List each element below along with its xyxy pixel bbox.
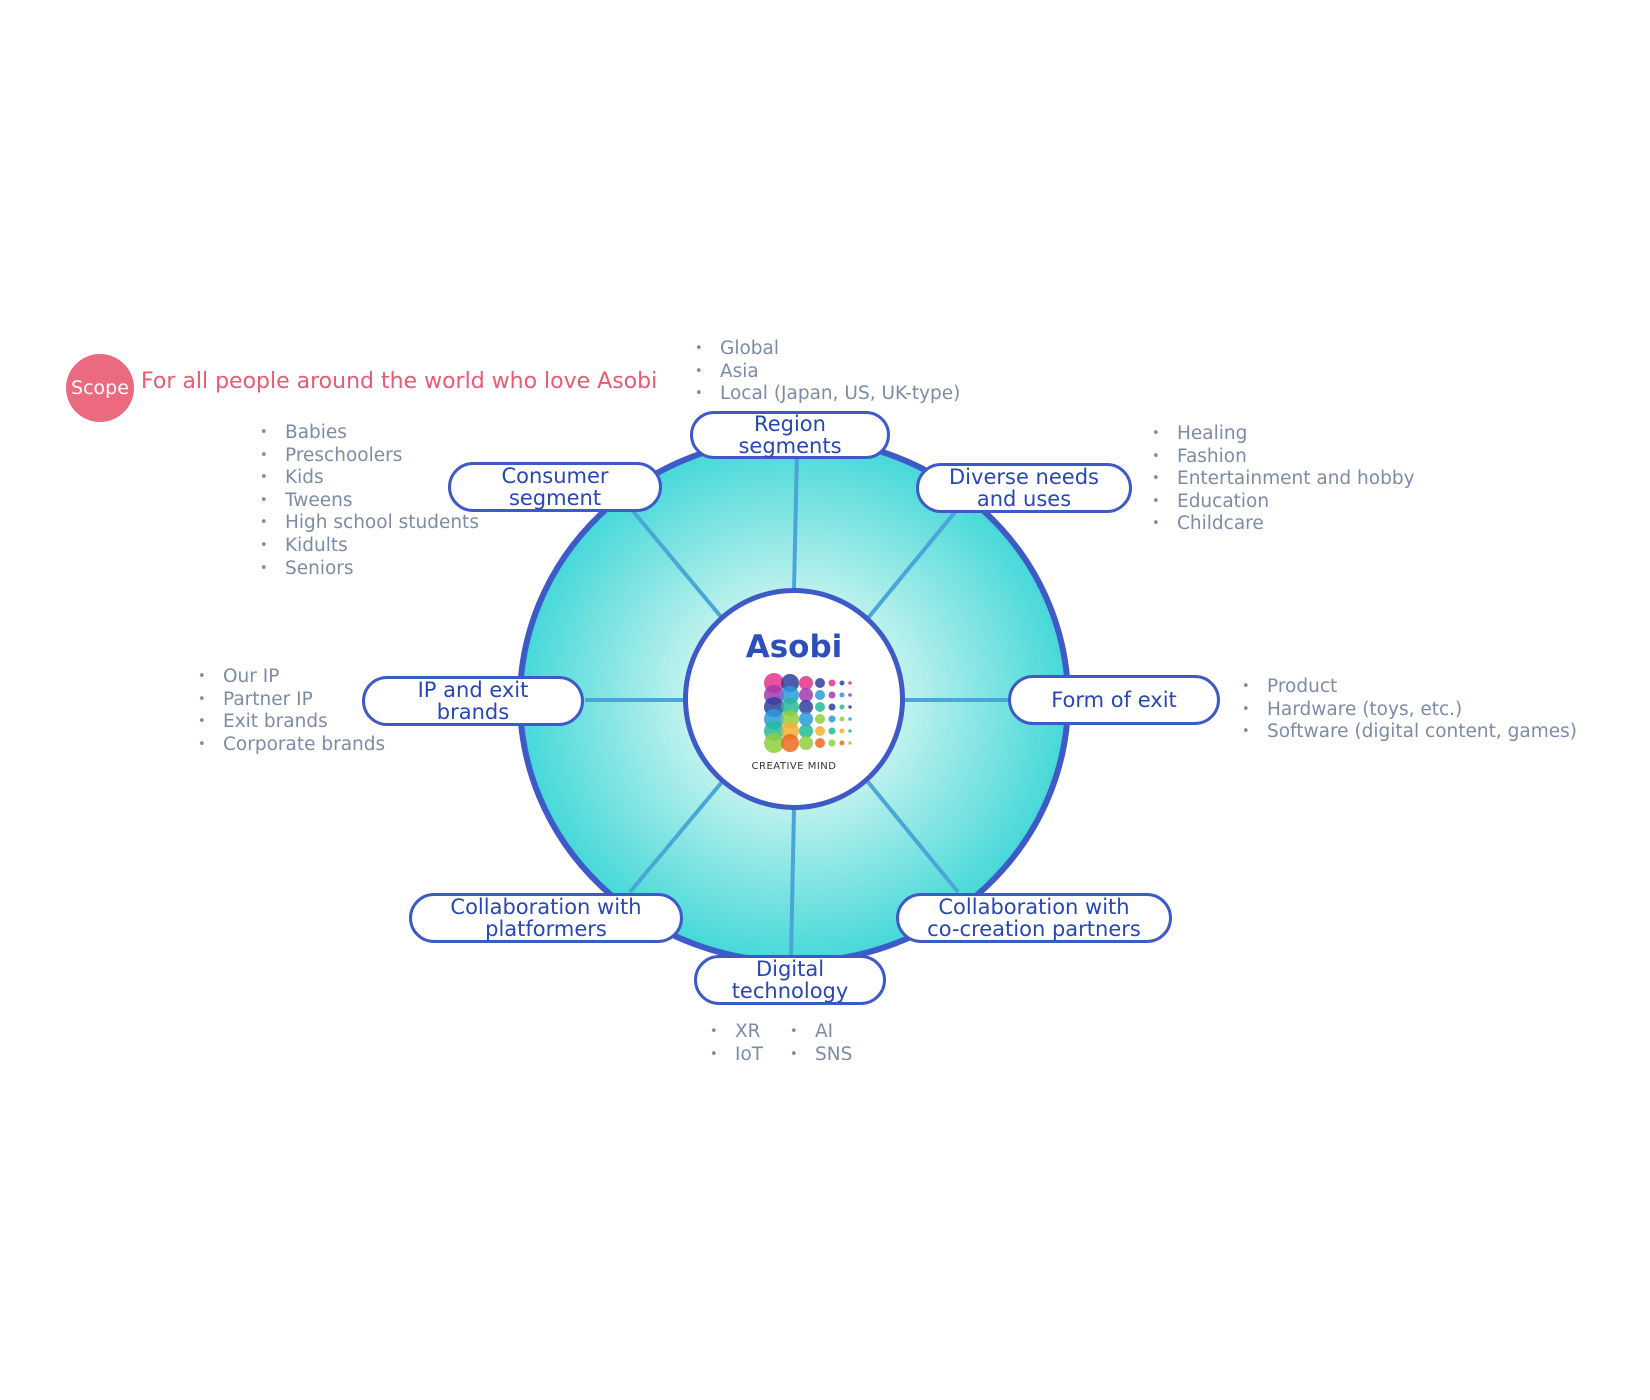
logo-dot (815, 714, 825, 724)
segment-consumer-pill: Consumer segment (448, 462, 662, 512)
logo-dot (815, 678, 825, 688)
list-item: Exit brands (198, 711, 385, 734)
logo-dot (799, 676, 813, 690)
segment-platformers-pill: Collaboration with platformers (409, 893, 683, 943)
list-item: Local (Japan, US, UK-type) (695, 383, 960, 406)
list-item: Seniors (260, 558, 479, 581)
segment-diverse-pill: Diverse needs and uses (916, 463, 1132, 513)
segment-ip-label: IP and exit brands (417, 678, 529, 724)
scope-text: For all people around the world who love… (141, 369, 658, 394)
logo-dot (839, 692, 845, 698)
list-item: Kids (260, 467, 479, 490)
digital-item-list-right: AI SNS (790, 1021, 852, 1066)
list-item: Tweens (260, 490, 479, 513)
logo-dot (799, 688, 813, 702)
ip-item-list: Our IP Partner IP Exit brands Corporate … (198, 666, 385, 756)
list-item: Fashion (1152, 446, 1415, 469)
logo-dot (764, 733, 784, 753)
spoke-digital (789, 807, 796, 959)
creative-mind-logo-icon (764, 673, 852, 753)
segment-consumer-label: Consumer segment (501, 464, 609, 510)
form-item-list: Product Hardware (toys, etc.) Software (… (1242, 676, 1577, 744)
segment-diverse-label: Diverse needs and uses (949, 465, 1099, 511)
scope-badge: Scope (66, 354, 134, 422)
consumer-item-list: Babies Preschoolers Kids Tweens High sch… (260, 422, 479, 580)
list-item: Education (1152, 491, 1415, 514)
list-item: Entertainment and hobby (1152, 468, 1415, 491)
logo-dot (839, 716, 845, 722)
logo-dot (799, 724, 813, 738)
logo-dot (828, 727, 836, 735)
region-item-list: Global Asia Local (Japan, US, UK-type) (695, 338, 960, 406)
list-item: Preschoolers (260, 445, 479, 468)
list-item: IoT (710, 1044, 763, 1067)
hub-subtitle: CREATIVE MIND (751, 761, 837, 772)
logo-dot (848, 705, 852, 709)
segment-form-pill: Form of exit (1008, 675, 1220, 725)
segment-digital-label: Digital technology (731, 957, 849, 1003)
logo-dot (839, 680, 845, 686)
spokes (585, 449, 1012, 959)
logo-dot (839, 740, 845, 746)
list-item: XR (710, 1021, 763, 1044)
hub-title: Asobi (745, 629, 843, 665)
logo-dot (828, 703, 836, 711)
logo-dot (799, 712, 813, 726)
logo-dot (815, 726, 825, 736)
logo-dot (815, 690, 825, 700)
list-item: Babies (260, 422, 479, 445)
spoke-cocreation (866, 780, 960, 894)
logo-dot (848, 681, 852, 685)
logo-dot (781, 734, 799, 752)
list-item: Product (1242, 676, 1577, 699)
logo-dot (799, 700, 813, 714)
list-item: Hardware (toys, etc.) (1242, 699, 1577, 722)
spoke-region (792, 449, 799, 591)
segment-form-label: Form of exit (1051, 688, 1177, 712)
list-item: Healing (1152, 423, 1415, 446)
list-item: AI (790, 1021, 852, 1044)
list-item: High school students (260, 512, 479, 535)
logo-dot (839, 704, 845, 710)
logo-dot (848, 717, 852, 721)
logo-dot (828, 715, 836, 723)
spoke-platformers (628, 780, 724, 894)
segment-cocreation-label: Collaboration with co-creation partners (927, 895, 1141, 941)
spoke-consumer (630, 508, 724, 620)
logo-dot (828, 679, 836, 687)
segment-ip-pill: IP and exit brands (362, 676, 584, 726)
list-item: Our IP (198, 666, 385, 689)
list-item: SNS (790, 1044, 852, 1067)
segment-platformers-label: Collaboration with platformers (450, 895, 642, 941)
spoke-diverse (866, 504, 962, 620)
list-item: Childcare (1152, 513, 1415, 536)
logo-dot (848, 693, 852, 697)
list-item: Global (695, 338, 960, 361)
segment-cocreation-pill: Collaboration with co-creation partners (896, 893, 1172, 943)
diverse-item-list: Healing Fashion Entertainment and hobby … (1152, 423, 1415, 536)
logo-dot (828, 739, 836, 747)
list-item: Software (digital content, games) (1242, 721, 1577, 744)
list-item: Asia (695, 361, 960, 384)
segment-digital-pill: Digital technology (694, 955, 886, 1005)
segment-region-label: Region segments (738, 412, 842, 458)
logo-dot (815, 702, 825, 712)
logo-dot (815, 738, 825, 748)
logo-dot (828, 691, 836, 699)
digital-item-list-left: XR IoT (710, 1021, 763, 1066)
logo-dot (848, 741, 852, 745)
logo-dot (839, 728, 845, 734)
segment-region-pill: Region segments (690, 411, 890, 459)
list-item: Corporate brands (198, 734, 385, 757)
center-hub: Asobi CREATIVE MIND (683, 588, 905, 810)
logo-dot (848, 729, 852, 733)
list-item: Partner IP (198, 689, 385, 712)
list-item: Kidults (260, 535, 479, 558)
logo-dot (799, 736, 813, 750)
